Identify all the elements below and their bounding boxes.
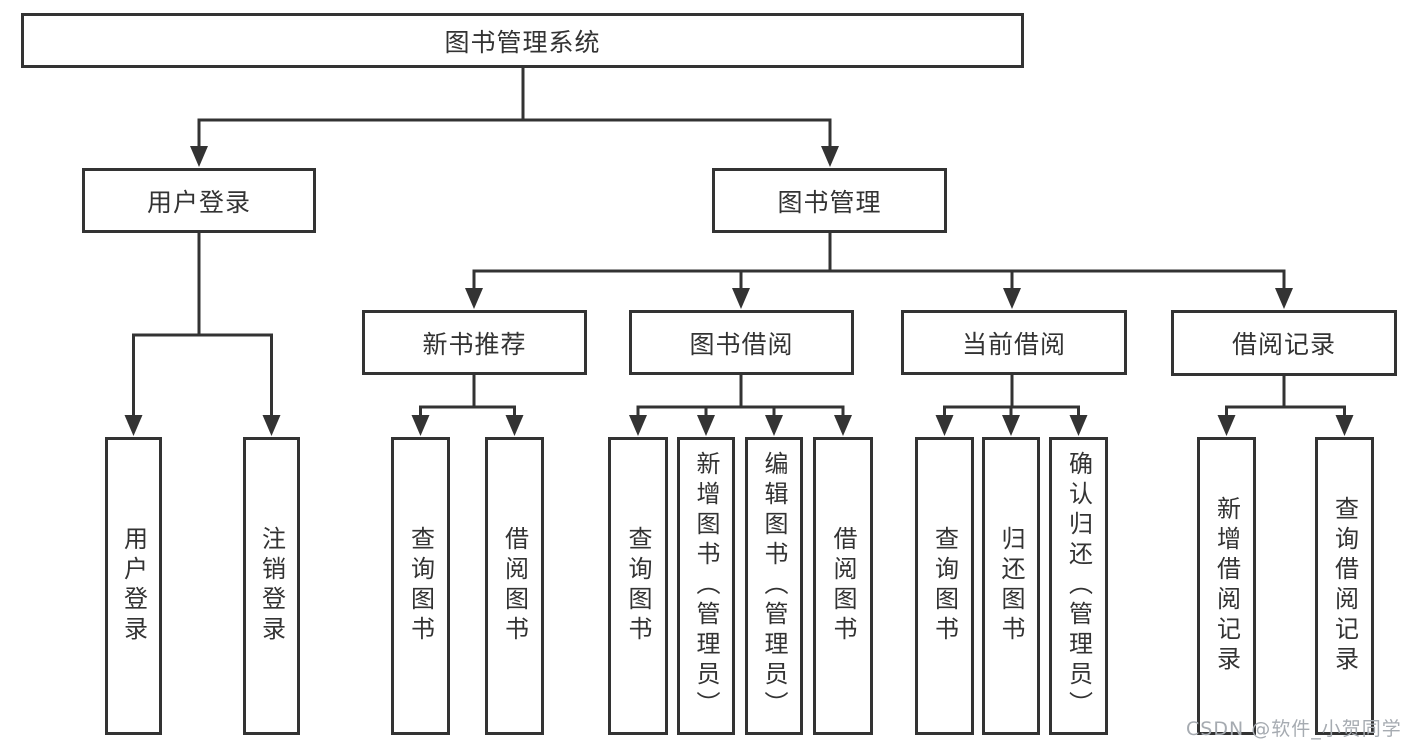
leaf-add-borrow-record: 新增借阅记录 bbox=[1197, 437, 1256, 735]
leaf-label: 查询图书 bbox=[406, 526, 435, 646]
node-label: 新书推荐 bbox=[422, 329, 527, 359]
node-book-management-system: 图书管理系统 bbox=[21, 13, 1024, 68]
leaf-add-book-admin: 新增图书（管理员） bbox=[677, 437, 735, 735]
leaf-label: 归还图书 bbox=[997, 526, 1025, 646]
leaf-query-books-current: 查询图书 bbox=[915, 437, 974, 735]
node-label: 当前借阅 bbox=[961, 329, 1066, 359]
node-book-borrowing: 图书借阅 bbox=[629, 310, 854, 375]
leaf-label: 借阅图书 bbox=[500, 526, 529, 646]
leaf-logout: 注销登录 bbox=[243, 437, 300, 735]
node-user-login: 用户登录 bbox=[82, 168, 316, 233]
arrowhead-icons bbox=[124, 146, 1354, 436]
watermark-text: CSDN @软件_小贺同学 bbox=[1186, 718, 1402, 740]
leaf-edit-book-admin: 编辑图书（管理员） bbox=[745, 437, 803, 735]
node-borrowing-records: 借阅记录 bbox=[1171, 310, 1397, 376]
leaf-query-borrow-record: 查询借阅记录 bbox=[1315, 437, 1374, 735]
leaf-label: 查询借阅记录 bbox=[1330, 496, 1359, 676]
node-label: 借阅记录 bbox=[1231, 330, 1336, 359]
leaf-label: 查询图书 bbox=[930, 526, 959, 646]
node-label: 图书管理 bbox=[777, 187, 882, 217]
leaf-query-books-recommendation: 查询图书 bbox=[391, 437, 450, 735]
leaf-borrow-books-recommendation: 借阅图书 bbox=[485, 437, 544, 735]
leaf-label: 查询图书 bbox=[624, 526, 652, 646]
leaf-query-books-borrowing: 查询图书 bbox=[608, 437, 668, 735]
leaf-label: 新增图书（管理员） bbox=[692, 451, 720, 721]
node-new-book-recommendation: 新书推荐 bbox=[362, 310, 587, 375]
leaf-label: 新增借阅记录 bbox=[1212, 496, 1241, 676]
node-label: 图书管理系统 bbox=[444, 27, 601, 57]
leaf-label: 借阅图书 bbox=[829, 526, 857, 646]
node-label: 图书借阅 bbox=[689, 329, 794, 359]
leaf-label: 编辑图书（管理员） bbox=[760, 451, 788, 721]
node-label: 用户登录 bbox=[146, 187, 251, 217]
leaf-confirm-return-admin: 确认归还（管理员） bbox=[1049, 437, 1108, 735]
leaf-user-login: 用户登录 bbox=[105, 437, 162, 735]
leaf-return-books: 归还图书 bbox=[982, 437, 1040, 735]
leaf-label: 用户登录 bbox=[119, 526, 148, 646]
node-current-borrowing: 当前借阅 bbox=[901, 310, 1127, 375]
node-book-management: 图书管理 bbox=[712, 168, 947, 233]
leaf-label: 确认归还（管理员） bbox=[1064, 451, 1093, 721]
leaf-label: 注销登录 bbox=[257, 526, 286, 646]
leaf-borrow-books-borrowing: 借阅图书 bbox=[813, 437, 873, 735]
